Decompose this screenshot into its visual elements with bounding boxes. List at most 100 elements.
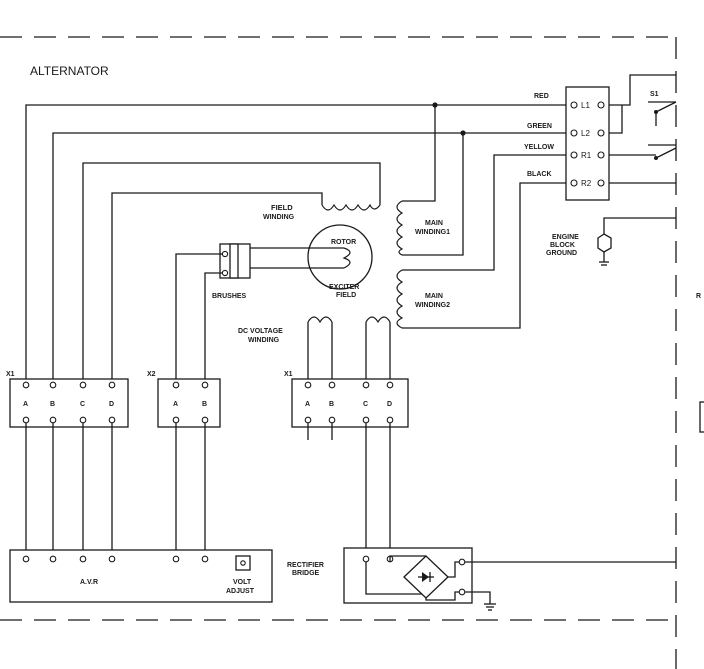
s1-pivot-bot — [654, 156, 658, 160]
x2-label: X2 — [147, 371, 156, 378]
x1l-b-label: B — [50, 401, 55, 408]
x1r-c-top — [362, 381, 370, 389]
x1r-c-label: C — [363, 401, 368, 408]
exciter-label-2: FIELD — [336, 292, 356, 299]
terminal-r2-label: R2 — [581, 179, 592, 188]
x1l-a-bot — [22, 416, 30, 424]
avr-term-x2a — [172, 555, 180, 563]
avr-term-c — [79, 555, 87, 563]
main1-label-1: MAIN — [425, 220, 443, 227]
avr-term-a — [22, 555, 30, 563]
wire-x1a-red — [25, 104, 566, 382]
rectifier-label-2: BRIDGE — [292, 570, 320, 577]
rect-out-top — [458, 558, 466, 566]
terminal-l2-label: L2 — [581, 129, 590, 138]
x1l-d-top — [108, 381, 116, 389]
wire-label-green: GREEN — [527, 123, 552, 130]
dc-winding-coil-2 — [365, 316, 391, 324]
s1-blade-top — [655, 101, 677, 113]
avr-label: A.V.R — [80, 579, 98, 586]
rect-wire-d — [389, 555, 426, 562]
wire-l2-out — [609, 105, 623, 134]
x1r-b-top — [328, 381, 336, 389]
x2-a-bot — [172, 416, 180, 424]
x1r-a-label: A — [305, 401, 310, 408]
partial-box-right — [699, 401, 704, 433]
s1-pivot-top — [654, 110, 658, 114]
wire-black — [402, 182, 566, 329]
wire-l1-out — [609, 74, 676, 106]
s1-blade-bot — [655, 147, 677, 159]
x2-b-bot — [201, 416, 209, 424]
wire-x2b — [204, 272, 222, 382]
rect-wire-c — [365, 562, 426, 595]
x1r-a-bot — [304, 416, 312, 424]
rectifier-label-1: RECTIFIER — [287, 562, 324, 569]
terminal-l1-right — [597, 101, 605, 109]
wire-label-red: RED — [534, 93, 549, 100]
wire-ground-out — [603, 217, 676, 236]
dc-label-1: DC VOLTAGE — [238, 328, 283, 335]
x2-b-top — [201, 381, 209, 389]
rotor-coil — [342, 247, 351, 269]
terminal-r1-left — [570, 151, 578, 159]
wire-yellow — [402, 154, 566, 271]
x2-a-label: A — [173, 401, 178, 408]
terminal-l1-label: L1 — [581, 101, 590, 110]
alternator-title: ALTERNATOR — [30, 64, 109, 78]
terminal-l2-right — [597, 129, 605, 137]
x1r-c-bot — [362, 416, 370, 424]
dc-label-2: WINDING — [248, 337, 280, 344]
dc-winding-coil-1 — [307, 316, 333, 324]
x2-a-top — [172, 381, 180, 389]
brushes-label: BRUSHES — [212, 293, 247, 300]
x1-right-label: X1 — [284, 371, 293, 378]
main2-label-1: MAIN — [425, 293, 443, 300]
wire-label-black: BLACK — [527, 171, 552, 178]
x2-b-label: B — [202, 401, 207, 408]
volt-label: VOLT — [233, 579, 252, 586]
terminal-strip-x1-left — [9, 378, 129, 428]
terminal-r1-right — [597, 151, 605, 159]
x1r-d-bot — [386, 416, 394, 424]
x1l-b-bot — [49, 416, 57, 424]
rect-out-bot — [458, 588, 466, 596]
x1r-d-label: D — [387, 401, 392, 408]
x1r-b-bot — [328, 416, 336, 424]
rotor-label: ROTOR — [331, 239, 356, 246]
field-label-1: FIELD — [271, 203, 293, 212]
field-winding-coil — [321, 203, 381, 211]
wire-x2a — [175, 253, 222, 382]
rect-ground-wire — [465, 591, 491, 604]
exciter-label-1: EXCITER — [329, 284, 359, 291]
rect-wire-pos — [448, 561, 459, 578]
terminal-r2-right — [597, 179, 605, 187]
avr-term-d — [108, 555, 116, 563]
rect-wire-neg — [425, 591, 459, 601]
x1l-c-label: C — [80, 401, 85, 408]
adjust-label: ADJUST — [226, 588, 255, 595]
x1l-d-label: D — [109, 401, 114, 408]
rect-term-c — [362, 555, 370, 563]
x1l-c-top — [79, 381, 87, 389]
avr-term-x2b — [201, 555, 209, 563]
brush-strip — [229, 243, 239, 279]
x1r-a-top — [304, 381, 312, 389]
main-winding1-coil — [396, 200, 404, 256]
wire-main1-bot — [402, 133, 464, 256]
main-winding2-coil — [396, 269, 404, 329]
brush-term-bot — [221, 269, 229, 277]
x1r-b-label: B — [329, 401, 334, 408]
engine-label-2: BLOCK — [550, 242, 575, 249]
engine-label-3: GROUND — [546, 250, 577, 257]
main1-label-2: WINDING1 — [415, 229, 450, 236]
brush-term-top — [221, 250, 229, 258]
x1l-b-top — [49, 381, 57, 389]
x1-left-label: X1 — [6, 371, 15, 378]
terminal-l1-left — [570, 101, 578, 109]
terminal-strip-x2 — [157, 378, 221, 428]
terminal-r2-left — [570, 179, 578, 187]
x1l-a-top — [22, 381, 30, 389]
